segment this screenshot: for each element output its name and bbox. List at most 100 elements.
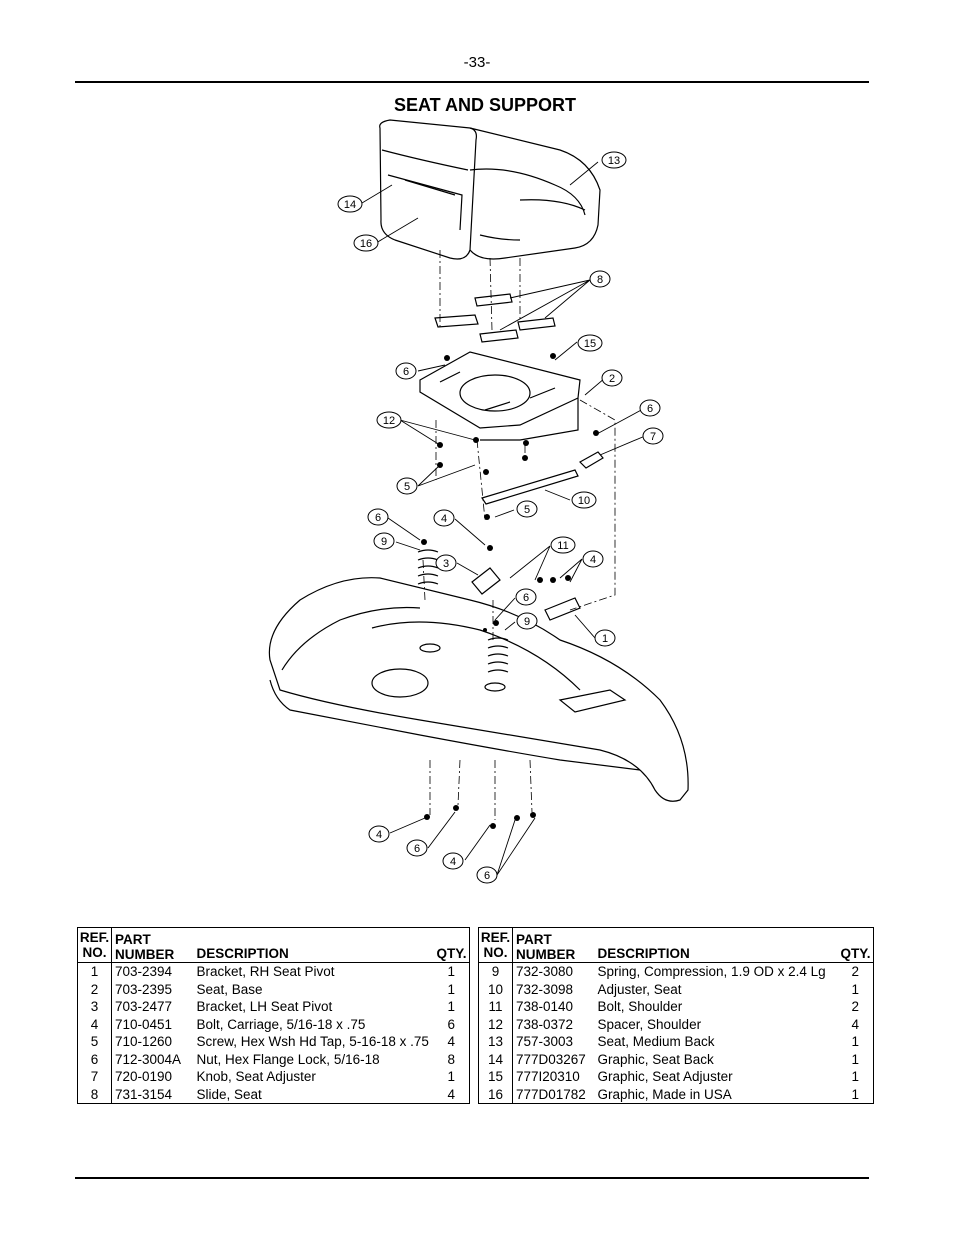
- ref-no-header: REF.NO.: [77, 927, 112, 963]
- part-number-cell: 720-0190: [115, 1069, 173, 1084]
- ref-no-cell: 1: [77, 962, 112, 981]
- part-number-cell: 731-3154: [115, 1086, 173, 1102]
- callout-6f: 6: [476, 866, 498, 884]
- ref-no-cell: 13: [478, 1033, 513, 1051]
- description-header: DESCRIPTION: [193, 927, 434, 963]
- qty-cell: 1: [851, 1069, 859, 1084]
- svg-text:12: 12: [383, 415, 395, 427]
- qty-cell: 4: [447, 1034, 455, 1049]
- qty-cell: 4: [851, 1016, 859, 1032]
- description-cell: Slide, Seat: [196, 1086, 262, 1102]
- fender-drawing: [268, 577, 689, 802]
- qty-cell: 1: [851, 981, 859, 997]
- qty-cell: 2: [851, 999, 859, 1014]
- part-number-cell: 738-0140: [516, 999, 574, 1014]
- description-cell: Knob, Seat Adjuster: [196, 1069, 316, 1084]
- description-cell: Seat, Base: [196, 981, 263, 997]
- ref-no-header: REF.NO.: [478, 927, 513, 963]
- part-number-cell: 712-3004A: [115, 1051, 182, 1067]
- callout-6d: 6: [515, 588, 537, 606]
- springs-drawing: [417, 549, 509, 673]
- svg-text:1: 1: [602, 633, 608, 645]
- description-header: DESCRIPTION: [594, 927, 838, 963]
- description-cell: Bolt, Shoulder: [597, 999, 683, 1014]
- qty-cell: 1: [447, 999, 455, 1014]
- svg-text:4: 4: [590, 554, 596, 566]
- svg-text:4: 4: [450, 856, 456, 868]
- qty-cell: 4: [447, 1086, 455, 1102]
- top-rule: [75, 81, 869, 83]
- callout-3: 3: [435, 554, 457, 572]
- qty-header: QTY.: [837, 927, 874, 963]
- description-cell: Bolt, Carriage, 5/16-18 x .75: [196, 1016, 366, 1032]
- description-cell: Spacer, Shoulder: [597, 1016, 702, 1032]
- ref-no-cell: 3: [77, 998, 112, 1016]
- callout-14: 14: [337, 195, 363, 213]
- part-number-cell: 703-2395: [115, 981, 173, 997]
- section-title: SEAT AND SUPPORT: [393, 95, 576, 115]
- ref-no-cell: 8: [77, 1085, 112, 1104]
- callout-5b: 5: [516, 500, 538, 518]
- svg-text:6: 6: [375, 512, 381, 524]
- ref-no-cell: 5: [77, 1033, 112, 1051]
- svg-text:6: 6: [403, 366, 409, 378]
- ref-no-cell: 12: [478, 1015, 513, 1033]
- svg-text:7: 7: [650, 431, 656, 443]
- qty-cell: 1: [851, 1086, 859, 1102]
- callout-6a: 6: [395, 362, 417, 380]
- description-cell: Graphic, Seat Adjuster: [597, 1069, 733, 1084]
- description-cell: Graphic, Seat Back: [597, 1051, 714, 1067]
- svg-text:6: 6: [414, 843, 420, 855]
- bottom-rule: [75, 1177, 869, 1179]
- qty-cell: 1: [851, 1034, 859, 1049]
- callout-7: 7: [642, 427, 664, 445]
- part-number-cell: 732-3080: [516, 964, 574, 979]
- qty-cell: 6: [447, 1016, 455, 1032]
- callout-4b: 4: [582, 550, 604, 568]
- callout-15: 15: [577, 334, 603, 352]
- callout-6c: 6: [367, 508, 389, 526]
- ref-no-cell: 11: [478, 998, 513, 1016]
- description-cell: Graphic, Made in USA: [597, 1086, 732, 1102]
- slides-drawing: [434, 293, 556, 343]
- svg-text:15: 15: [584, 338, 596, 350]
- svg-text:8: 8: [597, 274, 603, 286]
- callout-1: 1: [594, 629, 616, 647]
- ref-no-cell: 14: [478, 1050, 513, 1068]
- callout-2: 2: [601, 369, 623, 387]
- svg-text:2: 2: [609, 373, 615, 385]
- part-number-cell: 703-2477: [115, 999, 173, 1014]
- description-cell: Bracket, RH Seat Pivot: [196, 964, 335, 979]
- callout-6b: 6: [639, 399, 661, 417]
- callout-4c: 4: [368, 825, 390, 843]
- callout-4d: 4: [442, 852, 464, 870]
- svg-text:3: 3: [443, 558, 449, 570]
- qty-cell: 1: [447, 981, 455, 997]
- part-number-cell: 757-3003: [516, 1034, 574, 1049]
- ref-no-cell: 15: [478, 1068, 513, 1086]
- ref-no-cell: 10: [478, 980, 513, 998]
- part-number-cell: 732-3098: [516, 981, 574, 997]
- svg-text:14: 14: [344, 199, 356, 211]
- callout-12: 12: [376, 411, 402, 429]
- qty-cell: 1: [851, 1051, 859, 1067]
- ref-no-cell: 2: [77, 980, 112, 998]
- ref-no-cell: 9: [478, 962, 513, 981]
- qty-cell: 8: [447, 1051, 455, 1067]
- qty-cell: 2: [851, 964, 859, 979]
- svg-text:6: 6: [484, 870, 490, 882]
- description-cell: Bracket, LH Seat Pivot: [196, 999, 333, 1014]
